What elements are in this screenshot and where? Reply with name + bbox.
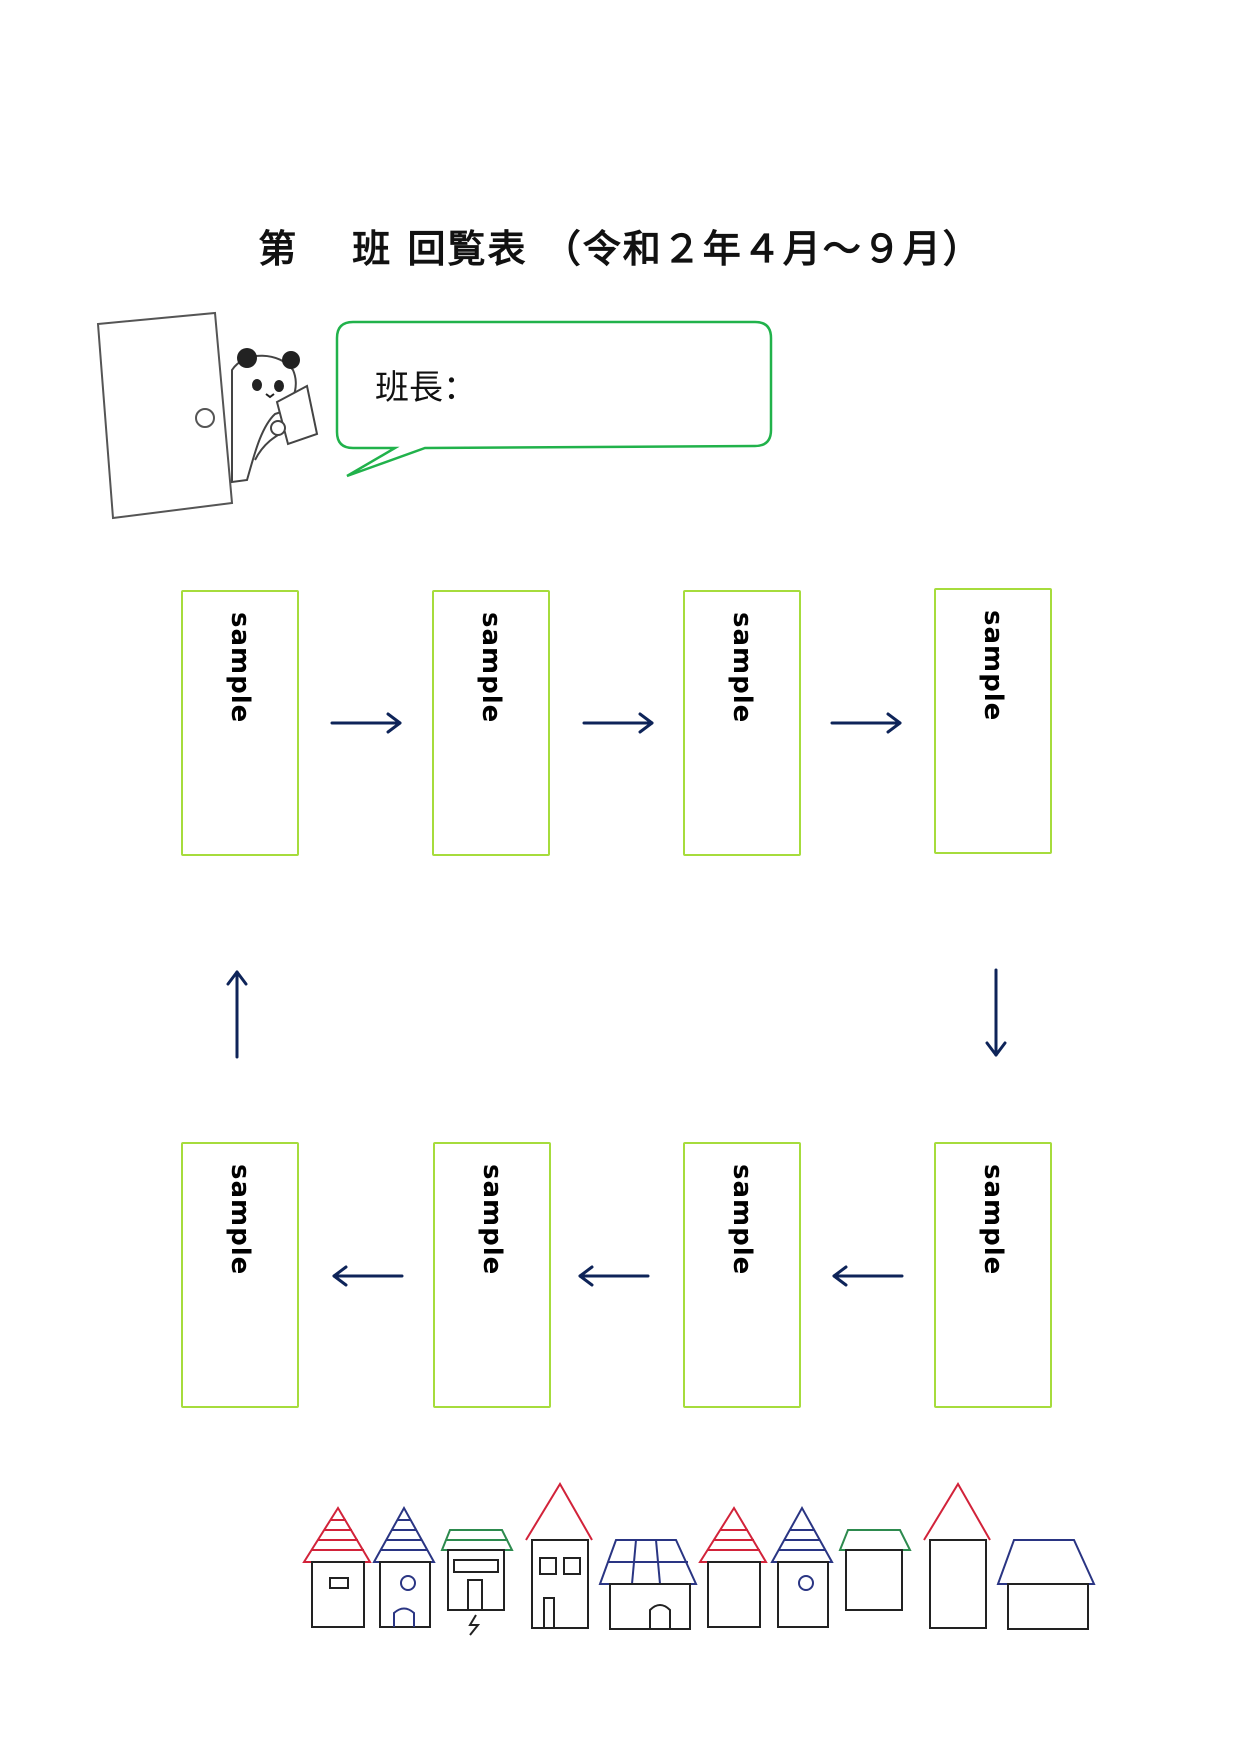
household-name: sample [225,612,255,724]
household-name: sample [978,610,1008,722]
arrow-right-icon [330,712,402,734]
leader-speech-bubble: 班長： [335,318,775,488]
arrow-left-icon [578,1265,650,1287]
household-name: sample [727,612,757,724]
arrow-left-icon [832,1265,904,1287]
speech-bubble-shape [335,320,773,478]
household-box[interactable]: sample [181,1142,299,1408]
household-box[interactable]: sample [432,590,550,856]
title-prefix: 第 [258,227,299,271]
panda-door-illustration [96,311,319,520]
house-icon [440,1529,514,1636]
household-name: sample [476,612,506,724]
house-icon [372,1505,436,1628]
house-icon [302,1506,372,1628]
arrow-right-icon [830,712,902,734]
household-name: sample [225,1164,255,1276]
leader-label: 班長： [375,368,477,408]
household-box[interactable]: sample [934,588,1052,854]
panda-icon [231,348,319,484]
household-box[interactable]: sample [181,590,299,856]
arrow-down-icon [985,968,1007,1057]
household-box[interactable]: sample [934,1142,1052,1408]
household-name: sample [727,1164,757,1276]
household-box[interactable]: sample [683,1142,801,1408]
page-title: 第 班 回覧表 （令和２年４月〜９月） [0,218,1241,273]
arrow-up-icon [226,970,248,1059]
household-name: sample [978,1164,1008,1276]
house-icon [525,1482,593,1629]
arrow-left-icon [332,1265,404,1287]
title-main: 班 回覧表 （令和２年４月〜９月） [352,227,983,271]
household-name: sample [477,1164,507,1276]
house-icon [598,1539,698,1630]
household-box[interactable]: sample [433,1142,551,1408]
arrow-right-icon [582,712,654,734]
houses-illustration [302,1482,1096,1636]
household-box[interactable]: sample [683,590,801,856]
